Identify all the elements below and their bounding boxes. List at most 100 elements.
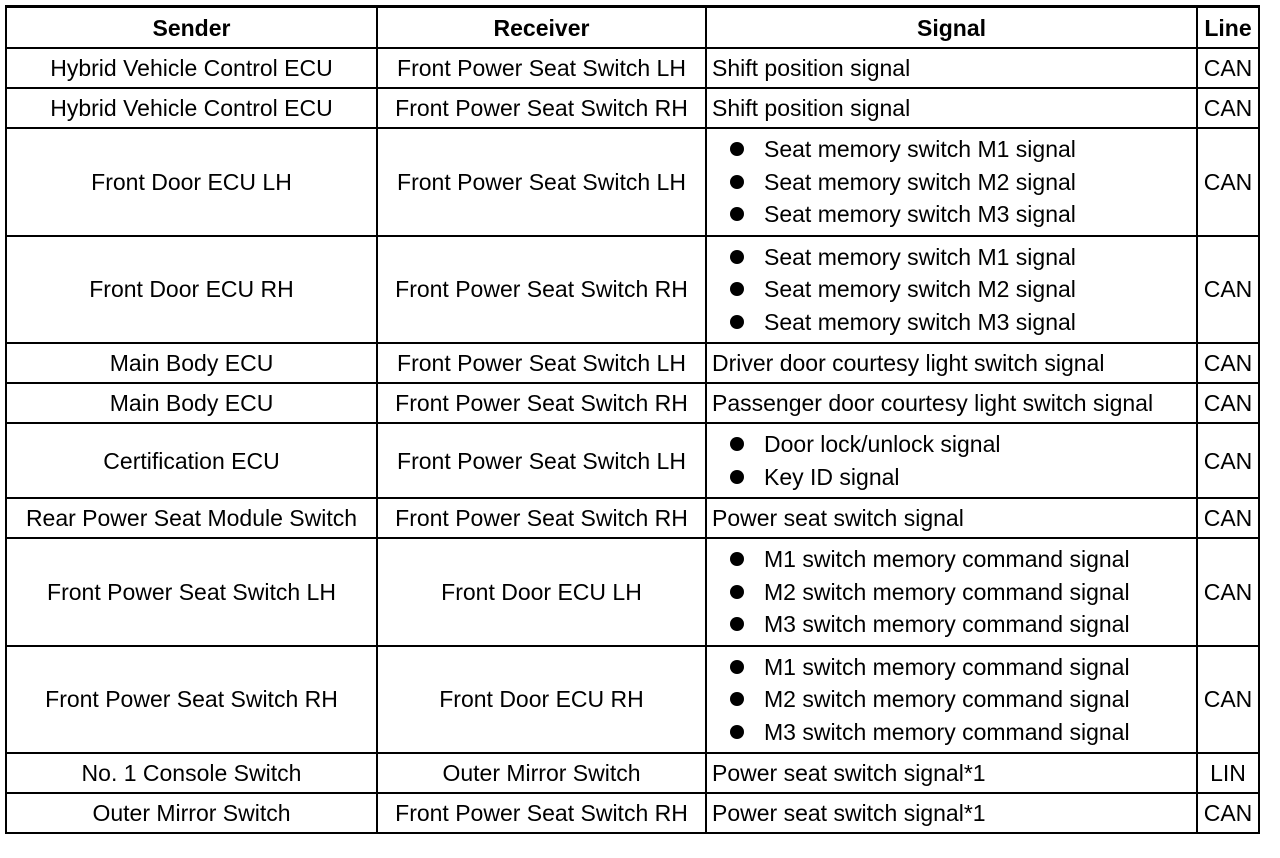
line-cell: CAN bbox=[1196, 422, 1260, 499]
receiver-cell: Outer Mirror Switch bbox=[376, 752, 707, 794]
sender-cell: Front Door ECU RH bbox=[5, 234, 378, 344]
sender-cell: No. 1 Console Switch bbox=[5, 752, 378, 794]
signal-list-item: Seat memory switch M2 signal bbox=[730, 166, 1193, 199]
signal-list-item: Seat memory switch M3 signal bbox=[730, 198, 1193, 231]
sender-cell: Front Door ECU LH bbox=[5, 127, 378, 237]
receiver-cell: Front Power Seat Switch RH bbox=[376, 234, 707, 344]
signal-cell: Power seat switch signal*1 bbox=[705, 752, 1198, 794]
sender-cell: Front Power Seat Switch LH bbox=[5, 537, 378, 647]
signal-list-item: Seat memory switch M2 signal bbox=[730, 273, 1193, 306]
bullet-icon bbox=[730, 174, 744, 189]
line-cell: CAN bbox=[1196, 382, 1260, 424]
signal-cell: Shift position signal bbox=[705, 47, 1198, 89]
line-cell: CAN bbox=[1196, 497, 1260, 539]
signal-list-item: Door lock/unlock signal bbox=[730, 428, 1193, 461]
signal-cell: M1 switch memory command signal M2 switch… bbox=[705, 537, 1198, 647]
bullet-icon bbox=[730, 584, 744, 599]
receiver-cell: Front Door ECU RH bbox=[376, 644, 707, 754]
signal-text: Seat memory switch M1 signal bbox=[764, 243, 1076, 270]
signal-text: Seat memory switch M2 signal bbox=[764, 276, 1076, 302]
receiver-cell: Front Power Seat Switch RH bbox=[376, 87, 707, 129]
line-cell: LIN bbox=[1196, 752, 1260, 794]
receiver-cell: Front Power Seat Switch LH bbox=[376, 127, 707, 237]
signal-text: Seat memory switch M1 signal bbox=[764, 136, 1076, 162]
header-signal: Signal bbox=[705, 5, 1198, 49]
signal-text: Seat memory switch M2 signal bbox=[764, 168, 1076, 195]
signal-text: M2 switch memory command signal bbox=[764, 578, 1130, 605]
signal-cell: Passenger door courtesy light switch sig… bbox=[705, 382, 1198, 424]
bullet-icon bbox=[730, 617, 744, 631]
receiver-cell: Front Door ECU LH bbox=[376, 537, 707, 647]
bullet-icon bbox=[730, 314, 744, 329]
header-line: Line bbox=[1196, 5, 1260, 49]
sender-cell: Main Body ECU bbox=[5, 382, 378, 424]
sender-cell: Certification ECU bbox=[5, 422, 378, 499]
table-header-row: Sender Receiver Signal Line bbox=[5, 5, 1260, 49]
header-sender: Sender bbox=[5, 5, 378, 49]
bullet-icon bbox=[730, 659, 744, 674]
sender-cell: Rear Power Seat Module Switch bbox=[5, 497, 378, 539]
signal-text: M1 switch memory command signal bbox=[764, 546, 1130, 572]
signal-text: Seat memory switch M3 signal bbox=[764, 201, 1076, 227]
bullet-icon bbox=[730, 552, 744, 566]
line-cell: CAN bbox=[1196, 47, 1260, 89]
communication-signal-table: Sender Receiver Signal Line Hybrid Vehic… bbox=[5, 5, 1260, 834]
signal-cell: Power seat switch signal*1 bbox=[705, 792, 1198, 834]
bullet-icon bbox=[730, 142, 744, 156]
line-cell: CAN bbox=[1196, 87, 1260, 129]
signal-list-item: Seat memory switch M3 signal bbox=[730, 306, 1193, 339]
signal-cell: Shift position signal bbox=[705, 87, 1198, 129]
signal-list-item: M2 switch memory command signal bbox=[730, 576, 1193, 609]
bullet-icon bbox=[730, 207, 744, 221]
signal-list-item: Seat memory switch M1 signal bbox=[730, 133, 1193, 166]
bullet-icon bbox=[730, 469, 744, 484]
receiver-cell: Front Power Seat Switch LH bbox=[376, 342, 707, 384]
line-cell: CAN bbox=[1196, 127, 1260, 237]
sender-cell: Hybrid Vehicle Control ECU bbox=[5, 47, 378, 89]
line-cell: CAN bbox=[1196, 792, 1260, 834]
signal-list-item: M3 switch memory command signal bbox=[730, 608, 1193, 641]
signal-list-item: Seat memory switch M1 signal bbox=[730, 241, 1193, 274]
sender-cell: Main Body ECU bbox=[5, 342, 378, 384]
signal-text: M1 switch memory command signal bbox=[764, 653, 1130, 680]
bullet-icon bbox=[730, 249, 744, 264]
signal-text: M3 switch memory command signal bbox=[764, 718, 1130, 745]
line-cell: CAN bbox=[1196, 644, 1260, 754]
signal-list-item: M3 switch memory command signal bbox=[730, 716, 1193, 749]
line-cell: CAN bbox=[1196, 234, 1260, 344]
sender-cell: Hybrid Vehicle Control ECU bbox=[5, 87, 378, 129]
signal-list-item: M1 switch memory command signal bbox=[730, 543, 1193, 576]
receiver-cell: Front Power Seat Switch LH bbox=[376, 47, 707, 89]
receiver-cell: Front Power Seat Switch LH bbox=[376, 422, 707, 499]
header-receiver: Receiver bbox=[376, 5, 707, 49]
sender-cell: Front Power Seat Switch RH bbox=[5, 644, 378, 754]
bullet-icon bbox=[730, 692, 744, 706]
receiver-cell: Front Power Seat Switch RH bbox=[376, 382, 707, 424]
sender-cell: Outer Mirror Switch bbox=[5, 792, 378, 834]
bullet-icon bbox=[730, 282, 744, 296]
signal-text: Door lock/unlock signal bbox=[764, 431, 1001, 457]
signal-list: M1 switch memory command signal M2 switch… bbox=[712, 540, 1193, 644]
bullet-icon bbox=[730, 724, 744, 739]
